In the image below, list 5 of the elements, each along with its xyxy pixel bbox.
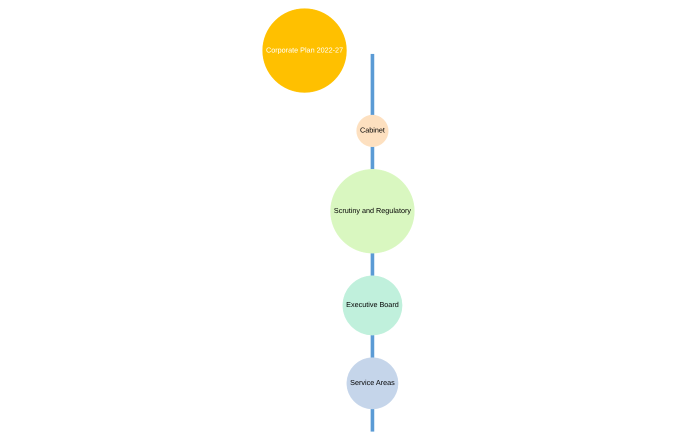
connector (370, 335, 374, 358)
connector (370, 54, 374, 116)
connector (370, 253, 374, 276)
connector (370, 409, 374, 432)
connector (370, 146, 374, 170)
